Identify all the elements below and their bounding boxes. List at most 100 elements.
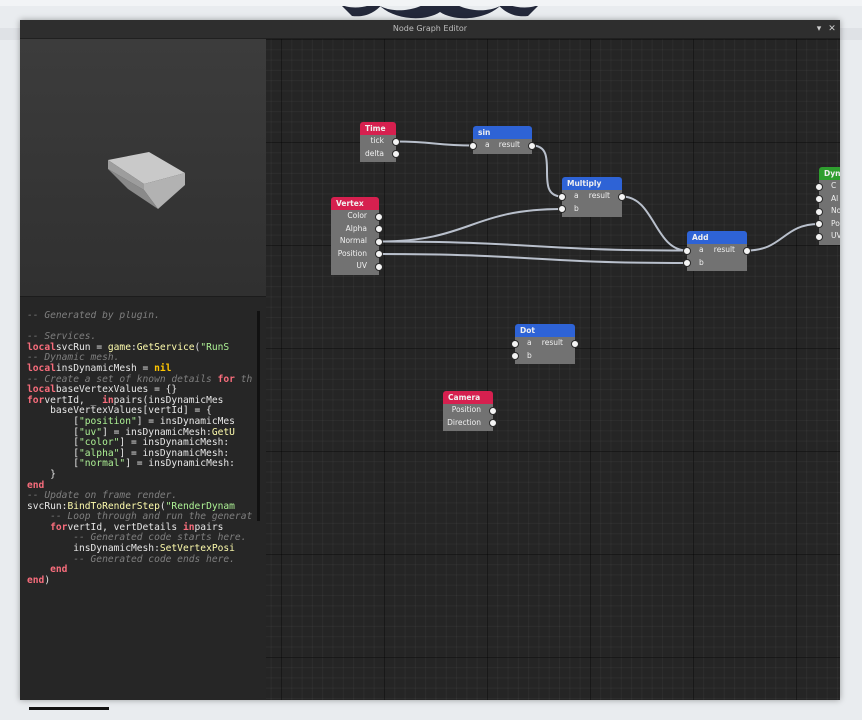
input-pin[interactable] xyxy=(815,182,823,191)
code-horizontal-scrollbar[interactable] xyxy=(29,707,109,710)
code-token: end xyxy=(27,574,45,586)
input-pin[interactable] xyxy=(815,195,823,203)
code-token: end xyxy=(27,479,45,491)
code-token: "RenderDynam xyxy=(165,500,235,512)
node-link[interactable] xyxy=(621,195,688,252)
code-token: local xyxy=(27,362,56,374)
input-pin[interactable] xyxy=(511,352,519,360)
node-title[interactable]: sin xyxy=(473,126,532,139)
code-line: svcRun:BindToRenderStep("RenderDynam xyxy=(27,500,265,513)
code-token: GetService xyxy=(136,341,195,353)
output-port-label: Position xyxy=(451,405,481,414)
code-token: local xyxy=(27,341,56,353)
code-token xyxy=(27,564,50,575)
code-line: insDynamicMesh:SetVertexPosi xyxy=(27,543,265,555)
generated-code-editor[interactable]: -- Generated by plugin.-- Services.local… xyxy=(20,311,265,691)
code-token: -- Generated code ends here. xyxy=(27,553,235,565)
left-panel: -- Generated by plugin.-- Services.local… xyxy=(20,39,266,710)
input-pin[interactable] xyxy=(683,246,691,255)
output-pin[interactable] xyxy=(392,150,400,158)
close-icon[interactable]: ✕ xyxy=(828,24,836,34)
node-link[interactable] xyxy=(531,144,563,198)
code-token: svcRun = xyxy=(55,341,108,353)
input-pin[interactable] xyxy=(683,259,691,267)
code-line: end) xyxy=(27,574,265,587)
input-pin[interactable] xyxy=(558,205,566,213)
code-token: "RunS xyxy=(200,341,230,353)
input-pin[interactable] xyxy=(511,339,519,348)
output-pin[interactable] xyxy=(743,246,751,255)
output-port-label: result xyxy=(588,191,610,200)
output-pin[interactable] xyxy=(375,212,383,221)
input-pin[interactable] xyxy=(815,220,823,228)
output-pin[interactable] xyxy=(618,192,626,201)
code-token: for xyxy=(27,394,45,406)
node-link[interactable] xyxy=(378,208,563,243)
node-title[interactable]: Dyn xyxy=(819,167,840,180)
node-link[interactable] xyxy=(746,223,820,252)
input-port-label: a xyxy=(527,338,532,347)
code-line: end xyxy=(27,564,265,576)
output-pin[interactable] xyxy=(571,339,579,348)
code-token: "alpha" xyxy=(78,447,120,459)
code-line: } xyxy=(27,469,265,481)
code-token xyxy=(27,522,50,533)
output-pin[interactable] xyxy=(375,237,383,246)
output-pin[interactable] xyxy=(375,225,383,233)
output-pin[interactable] xyxy=(392,137,400,146)
input-pin[interactable] xyxy=(558,192,566,201)
output-port-label: Normal xyxy=(339,236,367,245)
code-line: end xyxy=(27,479,265,492)
code-line: localsvcRun = game:GetService("RunS xyxy=(27,341,265,354)
input-pin[interactable] xyxy=(469,141,477,150)
code-vertical-scrollbar[interactable] xyxy=(257,311,260,521)
window-titlebar[interactable]: Node Graph Editor ▾ ✕ xyxy=(20,20,840,39)
input-port-label: No xyxy=(831,206,840,215)
node-title[interactable]: Multiply xyxy=(562,177,622,190)
code-line: ["alpha"] = insDynamicMesh: xyxy=(27,447,265,460)
code-token: "position" xyxy=(78,415,137,427)
code-token: -- Services. xyxy=(27,331,97,343)
node-title[interactable]: Time xyxy=(360,122,396,135)
input-pin[interactable] xyxy=(815,207,823,216)
node-title[interactable]: Camera xyxy=(443,391,493,404)
code-token: [ xyxy=(27,447,79,459)
code-token: "uv" xyxy=(78,426,103,438)
input-pin[interactable] xyxy=(815,232,823,241)
node-title[interactable]: Dot xyxy=(515,324,575,337)
input-port-label: Po xyxy=(831,218,840,228)
chevron-down-icon[interactable]: ▾ xyxy=(816,24,822,34)
node-link[interactable] xyxy=(378,253,688,264)
output-port-label: UV xyxy=(356,261,367,270)
output-pin[interactable] xyxy=(528,141,536,150)
code-line: forvertId, vertDetails inpairs xyxy=(27,522,265,534)
code-line: ["uv"] = insDynamicMesh:GetU xyxy=(27,426,265,439)
output-pin[interactable] xyxy=(489,419,497,427)
output-pin[interactable] xyxy=(375,262,383,271)
input-port-label: Al xyxy=(831,193,839,203)
input-port-label: a xyxy=(574,191,579,200)
code-token: nil xyxy=(154,362,172,374)
output-pin[interactable] xyxy=(375,250,383,258)
code-token: pairs(insDynamicMes xyxy=(113,394,224,406)
code-line: localinsDynamicMesh = nil xyxy=(27,362,265,375)
node-link[interactable] xyxy=(378,240,688,252)
code-token: game xyxy=(107,341,131,353)
3d-preview-viewport[interactable] xyxy=(20,39,266,297)
output-pin[interactable] xyxy=(489,406,497,415)
code-token: ] = insDynamicMesh: xyxy=(119,447,230,459)
node-title[interactable]: Vertex xyxy=(331,197,379,210)
code-token: [ xyxy=(27,437,79,449)
node-title[interactable]: Add xyxy=(687,231,747,244)
code-line: -- Generated by plugin. xyxy=(27,311,265,322)
node-link[interactable] xyxy=(395,140,474,147)
